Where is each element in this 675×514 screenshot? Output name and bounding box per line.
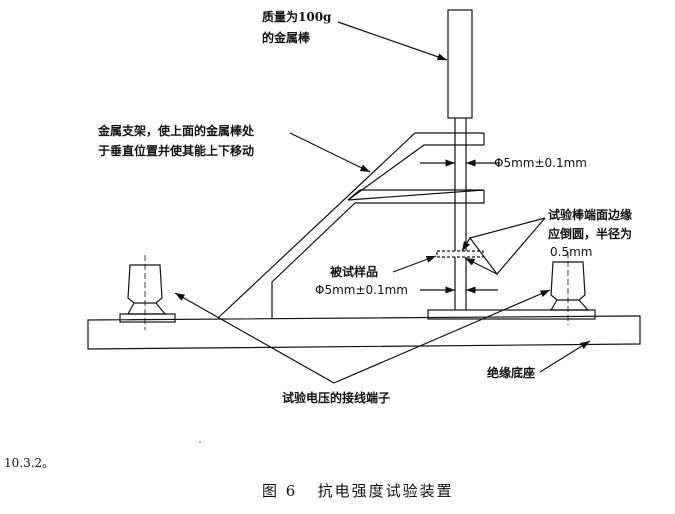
upper-diameter-label: Φ5mm±0.1mm <box>494 156 587 170</box>
base-label: 绝缘底座 <box>487 366 536 380</box>
figure-caption: 图 6 抗电强度试验装置 <box>262 480 454 501</box>
test-sample <box>436 250 484 258</box>
left-terminal <box>126 255 167 330</box>
section-reference: 10.3.2。 <box>4 456 55 470</box>
sample-label: 被试样品 <box>330 265 379 279</box>
lower-diameter-label: Φ5mm±0.1mm <box>315 283 408 297</box>
right-platform <box>427 309 596 320</box>
terminals-label: 试验电压的接线端子 <box>282 391 391 405</box>
insulating-base <box>87 315 641 350</box>
rod-label-line2: 的金属棒 <box>262 31 311 45</box>
right-terminal <box>549 252 590 325</box>
edge-label-line2: 应倒圆，半径为 <box>548 227 633 241</box>
frame-label-line2: 于垂直位置并使其能上下移动 <box>98 144 255 158</box>
figure-number: 图 6 <box>262 482 298 500</box>
edge-label-line1: 试验棒端面边缘 <box>548 208 633 222</box>
frame-label-line1: 金属支架，使上面的金属棒处 <box>98 124 255 138</box>
rod-label-line1: 质量为100g <box>262 10 332 24</box>
metal-rod-weight <box>447 9 473 119</box>
metal-frame <box>217 132 485 319</box>
figure-title: 抗电强度试验装置 <box>317 482 454 500</box>
edge-label-line3: 0.5mm <box>550 245 593 259</box>
